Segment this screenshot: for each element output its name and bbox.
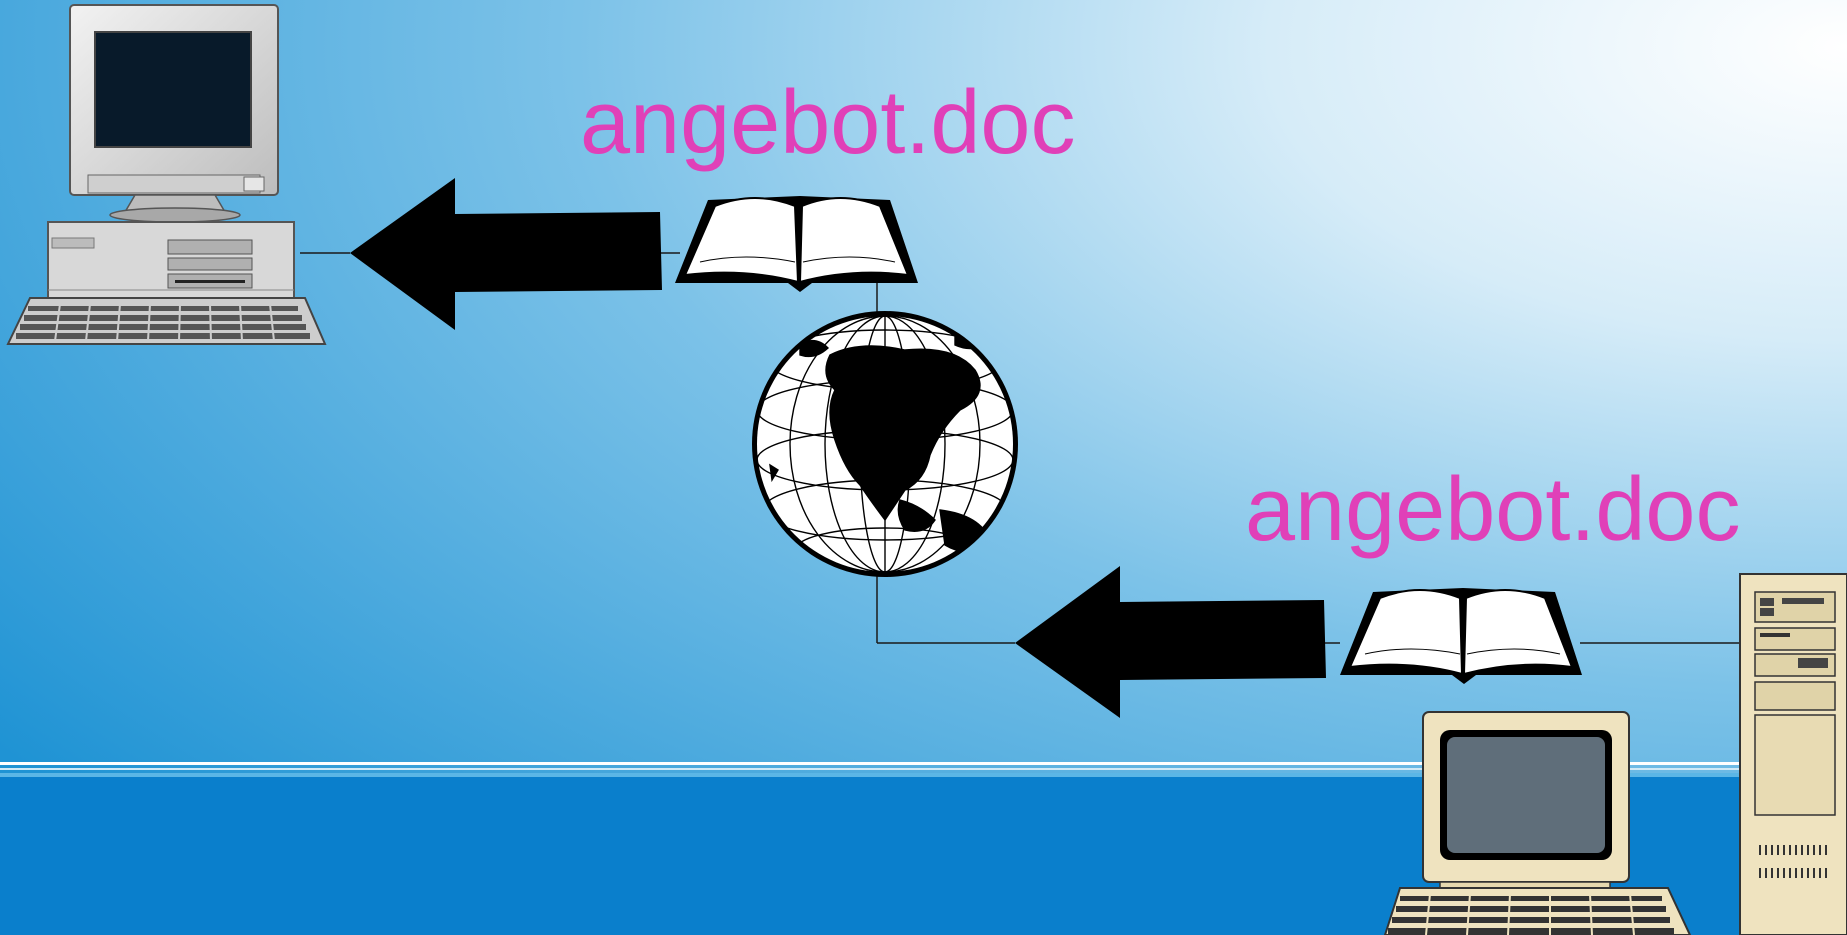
tower-computer-icon bbox=[1739, 573, 1847, 935]
crt-monitor-icon bbox=[1383, 711, 1692, 935]
arrow-left-icon bbox=[1015, 566, 1326, 718]
desktop-computer-icon bbox=[6, 4, 327, 345]
file-label-bottom: angebot.doc bbox=[1245, 460, 1741, 560]
file-label-top: angebot.doc bbox=[580, 73, 1076, 173]
open-book-icon bbox=[1340, 588, 1582, 684]
open-book-icon bbox=[675, 196, 918, 292]
connector-lines bbox=[300, 252, 1740, 644]
arrow-left-icon bbox=[350, 178, 662, 330]
globe-icon bbox=[752, 311, 1018, 577]
